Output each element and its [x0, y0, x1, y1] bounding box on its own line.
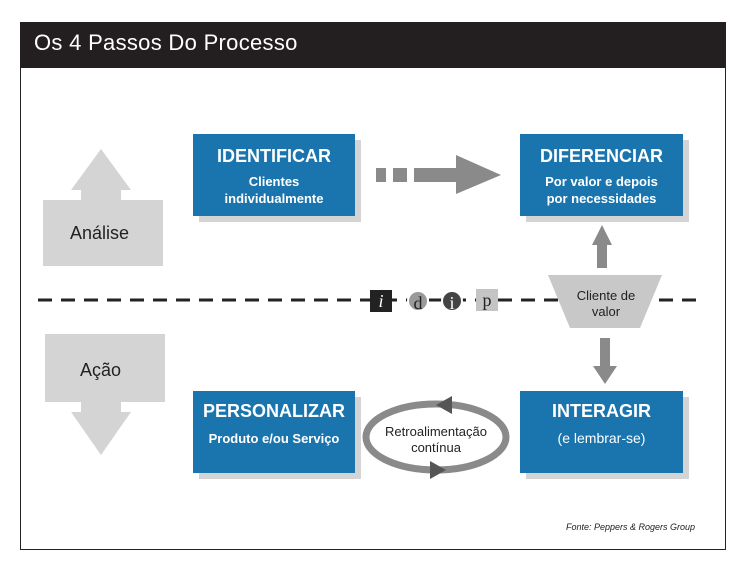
analise-label: Análise	[70, 223, 130, 243]
page-title: Os 4 Passos Do Processo	[34, 30, 298, 55]
cliente-valor-line2: valor	[591, 304, 621, 319]
retro-line1: Retroalimentação	[385, 424, 487, 439]
diferenciar-line1: Por valor e depois	[545, 174, 658, 189]
acao-down-arrow	[45, 334, 165, 455]
interagir-line1: (e lembrar-se)	[557, 430, 646, 446]
interagir-box: INTERAGIR (e lembrar-se)	[520, 391, 683, 473]
arrow-head-right	[456, 155, 501, 194]
loop-arrow-bottom	[430, 461, 446, 479]
diferenciar-heading: DIFERENCIAR	[539, 146, 663, 166]
idip-p: p	[476, 289, 498, 311]
personalizar-heading: PERSONALIZAR	[202, 401, 345, 421]
source-note: Fonte: Peppers & Rogers Group	[566, 522, 696, 532]
idip-d: d	[407, 290, 429, 313]
title-bar	[20, 22, 726, 68]
idip-i-1: i	[370, 290, 392, 312]
interagir-heading: INTERAGIR	[552, 401, 651, 421]
arrow-up-diferenciar	[592, 225, 612, 268]
diferenciar-line2: por necessidades	[546, 191, 657, 206]
analise-up-arrow	[43, 149, 163, 266]
identificar-heading: IDENTIFICAR	[217, 146, 331, 166]
acao-label: Ação	[80, 360, 122, 380]
identificar-line1: Clientes	[248, 174, 300, 189]
identificar-box: IDENTIFICAR Clientes individualmente	[193, 134, 355, 216]
arrow-dash-2	[393, 168, 407, 182]
retro-line2: contínua	[411, 440, 461, 455]
arrow-shaft	[414, 168, 456, 182]
cliente-valor-line1: Cliente de	[576, 288, 636, 303]
arrow-down-interagir	[593, 338, 617, 384]
arrow-dash-1	[376, 168, 386, 182]
cliente-valor-shape	[548, 275, 662, 328]
personalizar-box: PERSONALIZAR Produto e/ou Serviço	[193, 391, 355, 473]
diferenciar-box: DIFERENCIAR Por valor e depois por neces…	[520, 134, 683, 216]
idip-i-2: i	[441, 290, 463, 313]
identificar-line2: individualmente	[224, 191, 324, 206]
personalizar-line1: Produto e/ou Serviço	[208, 431, 340, 446]
loop-arrow-top	[436, 396, 452, 414]
